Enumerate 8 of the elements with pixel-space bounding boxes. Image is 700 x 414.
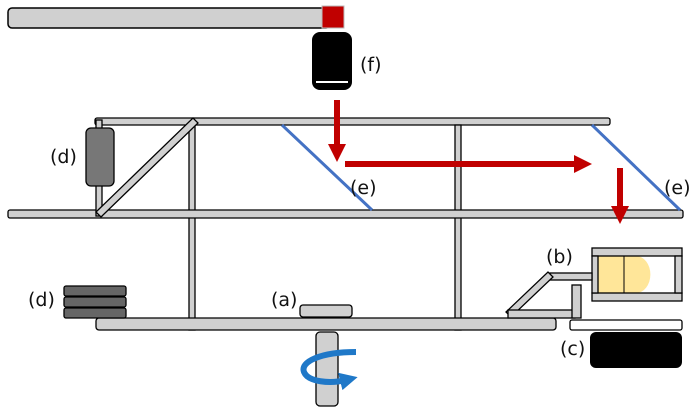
part-label: (a) <box>271 289 298 311</box>
part-label: (e) <box>350 177 377 199</box>
part-label: (d) <box>50 146 77 168</box>
part-label: (c) <box>560 338 586 360</box>
part-label: (d) <box>28 289 55 311</box>
part-label: (b) <box>546 246 573 268</box>
part-label: (e) <box>664 177 691 199</box>
part-label: (f) <box>360 54 382 76</box>
